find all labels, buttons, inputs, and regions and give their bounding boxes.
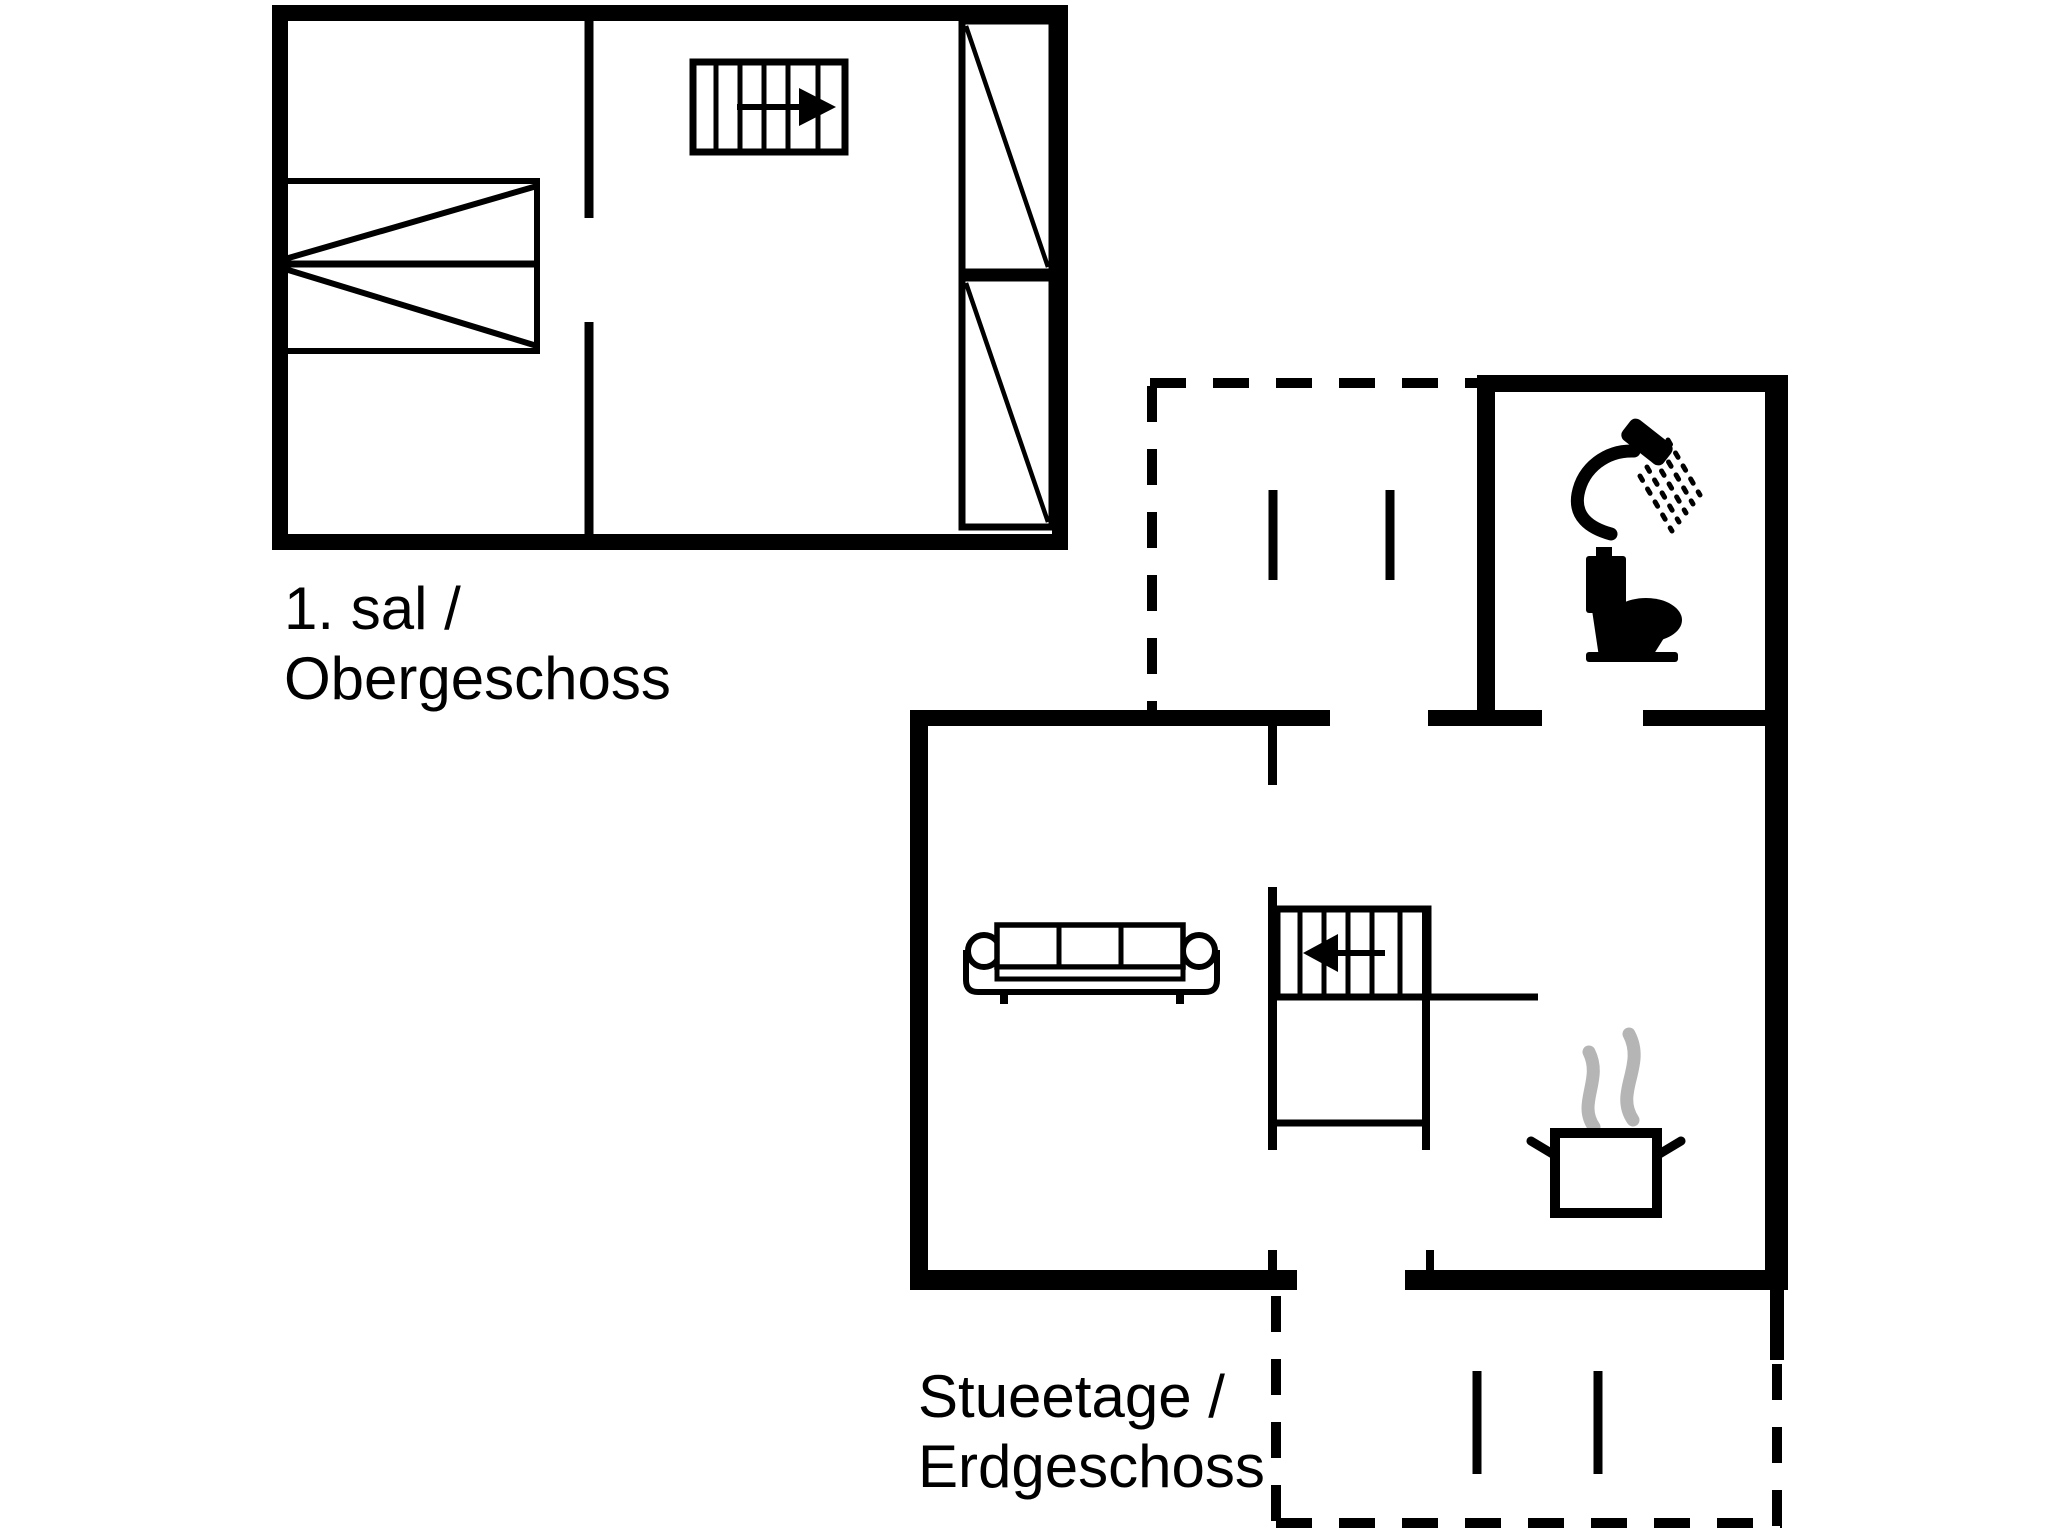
upper-floor-label: 1. sal / Obergeschoss xyxy=(284,574,671,714)
staircase-down-icon xyxy=(1273,905,1538,1150)
shower-icon xyxy=(1570,418,1703,541)
porch-outline xyxy=(1147,378,1477,710)
window-diagonal xyxy=(963,282,1051,523)
wall-bottom-left xyxy=(910,1270,1297,1290)
wardrobe-icon xyxy=(280,178,540,354)
wall-bathroom-left xyxy=(1477,375,1495,726)
ground-floor-plan xyxy=(910,375,1788,1528)
toilet-bowl xyxy=(1610,598,1682,642)
stairs-up-arrow-head xyxy=(799,88,836,126)
pot-body xyxy=(1550,1128,1662,1218)
upper-floor-label-line2: Obergeschoss xyxy=(284,645,671,712)
wall-right xyxy=(1765,375,1788,1290)
wall-stairs-stub xyxy=(1426,1250,1434,1272)
terrace-door-marks xyxy=(1472,1371,1603,1474)
shower-hose xyxy=(1570,444,1641,541)
steam-icon xyxy=(1581,1045,1601,1134)
wall-divider-upper xyxy=(1268,726,1277,785)
wall-left xyxy=(910,710,928,1290)
toilet-icon xyxy=(1586,547,1682,662)
shower-head xyxy=(1621,418,1673,466)
porch-door-marks xyxy=(1268,490,1395,580)
wall-divider-lower xyxy=(1268,887,1277,1150)
upper-outer-walls xyxy=(272,5,1068,550)
sofa-seat-front xyxy=(994,964,1186,982)
toilet-tank xyxy=(1586,556,1626,613)
shower-spray xyxy=(1637,437,1703,534)
wall-kitchen-top xyxy=(1643,710,1788,726)
ground-floor-label: Stueetage / Erdgeschoss xyxy=(918,1362,1265,1502)
ground-floor-label-line2: Erdgeschoss xyxy=(918,1433,1265,1500)
terrace-corner-wall xyxy=(1770,1290,1784,1360)
upper-floor-plan xyxy=(272,5,1068,550)
stairs-down-arrow-head xyxy=(1303,934,1338,972)
sofa-leg xyxy=(1176,992,1184,1004)
sofa-armrest xyxy=(1180,932,1218,970)
wall-bathroom-top xyxy=(1477,375,1788,392)
wall-divider-stub xyxy=(1268,1250,1277,1272)
wall-bottom-right xyxy=(1405,1270,1788,1290)
sofa-leg xyxy=(1000,992,1008,1004)
steam-icon xyxy=(1620,1027,1641,1127)
window-diagonal xyxy=(963,25,1051,268)
ground-floor-label-line1: Stueetage / xyxy=(918,1363,1225,1430)
wall-living-top xyxy=(910,710,1330,726)
terrace-outline xyxy=(1271,1296,1782,1528)
cooking-pot-icon xyxy=(1526,1027,1686,1218)
sofa-cushions xyxy=(994,922,1186,970)
wall-hall-top xyxy=(1428,710,1542,726)
upper-window-icons xyxy=(958,17,1068,531)
staircase-up-icon xyxy=(689,58,849,156)
sofa-cushion-dividers xyxy=(1056,925,1124,967)
wardrobe-door-diagonals xyxy=(284,183,538,349)
upper-floor-label-line1: 1. sal / xyxy=(284,575,461,642)
toilet-base xyxy=(1586,652,1678,662)
sofa-icon xyxy=(963,922,1220,1004)
